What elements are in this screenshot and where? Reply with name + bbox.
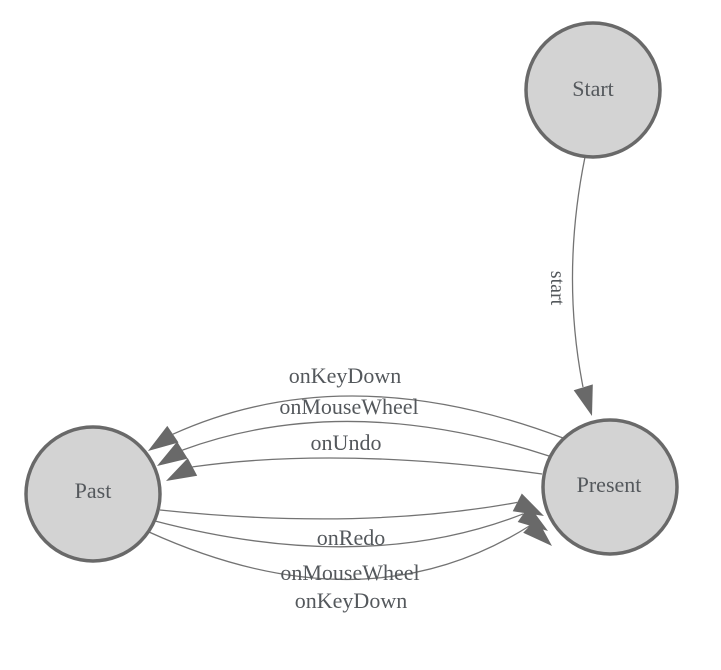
arrowhead-icon xyxy=(148,425,179,451)
edge-line xyxy=(154,513,524,548)
edge-start-to-present xyxy=(571,156,593,416)
edge-label-onkeydown-top: onKeyDown xyxy=(288,363,402,388)
edge-past-to-present-onmousewheel xyxy=(154,505,548,548)
arrowhead-icon xyxy=(512,493,544,516)
edge-label-onmousewheel-bottom: onMouseWheel xyxy=(280,560,420,585)
edge-past-to-present-onkeydown xyxy=(148,518,552,581)
node-present xyxy=(541,418,679,556)
node-start xyxy=(524,21,662,159)
arrowhead-icon xyxy=(166,458,198,481)
edge-label-onredo: onRedo xyxy=(316,525,386,550)
edge-line xyxy=(159,501,518,520)
edge-line xyxy=(571,156,586,388)
edge-line xyxy=(172,395,564,439)
edge-label-onmousewheel-top: onMouseWheel xyxy=(279,394,419,419)
edge-line xyxy=(148,524,531,581)
node-past xyxy=(24,425,162,563)
edge-present-to-past-onundo xyxy=(166,457,543,481)
arrowhead-icon xyxy=(157,441,188,466)
node-label-present: Present xyxy=(576,472,642,497)
edge-label-onundo: onUndo xyxy=(310,430,382,455)
node-label-past: Past xyxy=(74,478,112,503)
edge-line xyxy=(182,420,550,457)
arrowhead-icon xyxy=(573,384,593,416)
edge-line xyxy=(192,457,543,475)
arrowhead-icon xyxy=(517,505,548,531)
edge-present-to-past-onkeydown xyxy=(148,395,564,451)
edge-label-onkeydown-bottom: onKeyDown xyxy=(294,588,408,613)
edge-past-to-present-onredo xyxy=(159,493,544,520)
node-label-start: Start xyxy=(572,76,614,101)
edge-present-to-past-onmousewheel xyxy=(157,420,550,466)
arrowhead-icon xyxy=(523,518,552,546)
edge-label-start: start xyxy=(546,270,568,306)
